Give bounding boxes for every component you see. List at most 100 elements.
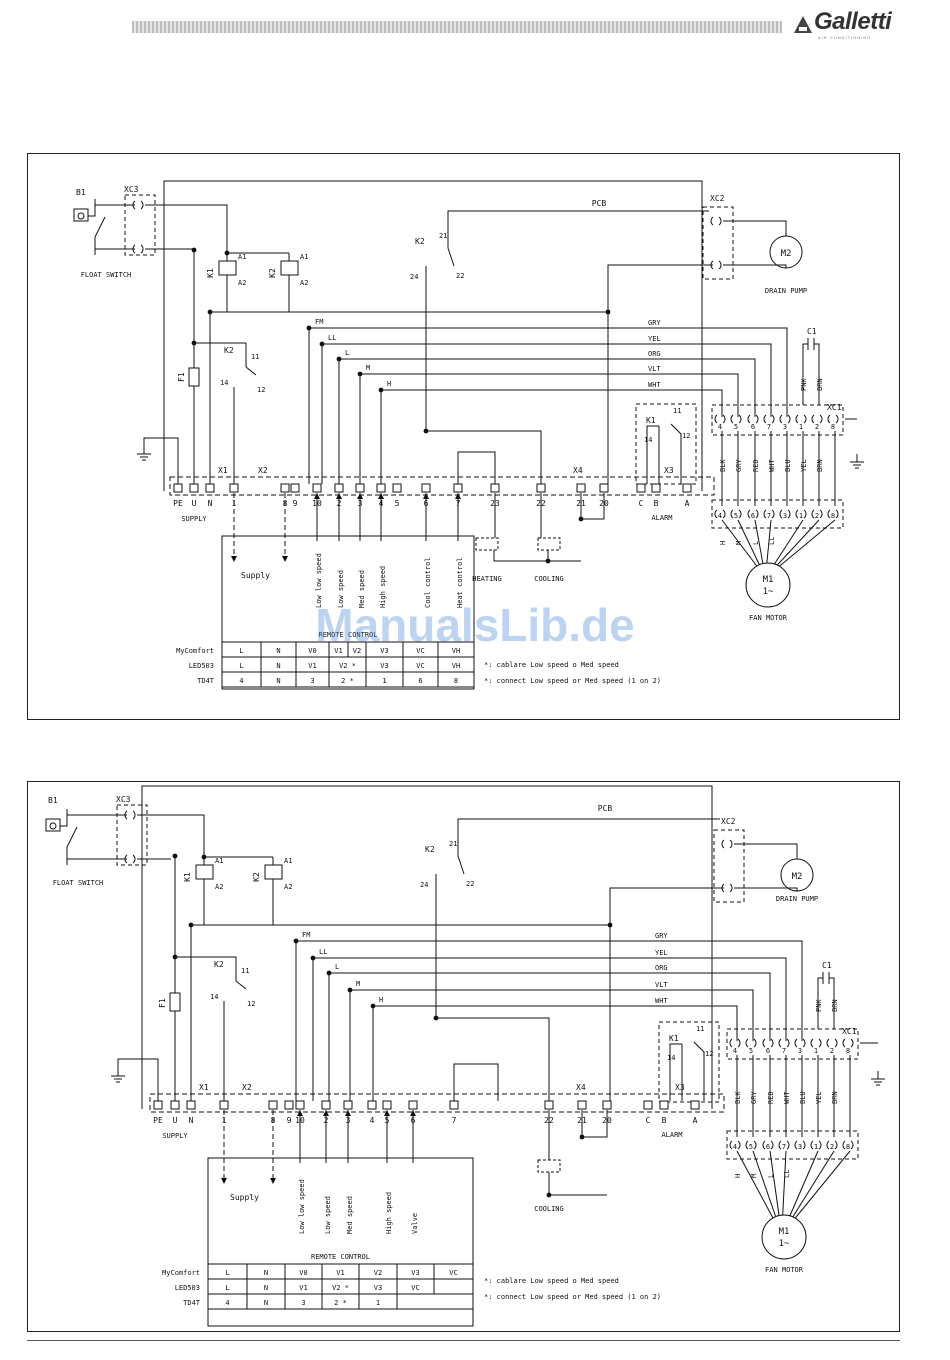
arrow-up-icon	[314, 493, 320, 499]
wire	[788, 1150, 819, 1220]
contact-22-label: 22	[466, 880, 474, 888]
motor-wire-label: RED	[752, 459, 760, 472]
connector-female	[762, 1038, 766, 1048]
motor-wire-label: WHT	[768, 459, 776, 472]
c1-label: C1	[822, 961, 832, 970]
wire	[649, 373, 739, 417]
wire	[163, 180, 703, 491]
terminal-block	[173, 483, 183, 493]
motor-wire-label: BLU	[799, 1091, 807, 1104]
table-cell: 8	[454, 677, 458, 685]
cap-wire-label: PNK	[800, 378, 808, 391]
motor-speed-label: L	[752, 541, 760, 545]
relay-label: K1	[183, 872, 192, 882]
wire	[453, 1063, 499, 1101]
remote-function-label: High speed	[385, 1192, 393, 1234]
motor-speed-label: L	[767, 1174, 775, 1178]
connector-male	[770, 1140, 774, 1150]
terminal-strip-housing	[169, 476, 715, 496]
connector-female	[779, 414, 783, 424]
connector-female	[747, 509, 751, 519]
xc1-connector-housing	[711, 404, 844, 436]
terminal-label: C	[646, 1116, 651, 1125]
wire	[766, 519, 772, 568]
motor-pin-label: 5	[734, 512, 738, 520]
f1-label: F1	[177, 372, 186, 382]
connector-female	[810, 1140, 814, 1150]
connector-female	[729, 1140, 733, 1150]
remote-function-label: High speed	[379, 566, 387, 608]
float-icon	[49, 822, 57, 830]
table-cell: 1	[376, 1299, 380, 1307]
relay-coil	[264, 864, 283, 880]
connector-female	[710, 216, 714, 226]
connector-female	[763, 509, 767, 519]
speed-tap-label: L	[345, 349, 349, 357]
junction-dot	[293, 938, 299, 944]
connector-female	[763, 414, 767, 424]
drain-pump-label: DRAIN PUMP	[765, 287, 807, 295]
terminal-label: N	[208, 499, 213, 508]
terminal-block	[599, 483, 609, 493]
connector-female	[811, 509, 815, 519]
arrow-down-icon	[231, 556, 237, 562]
table-cell: V0	[299, 1269, 307, 1277]
wire	[649, 389, 723, 417]
junction-dot	[172, 853, 178, 859]
motor-pin-label: 8	[831, 512, 835, 520]
speed-tap-label: FM	[302, 931, 310, 939]
table-cell: V2 *	[339, 662, 356, 670]
connector-female	[721, 839, 725, 849]
contact-24-label: 24	[410, 273, 418, 281]
relay-label: K2	[252, 872, 261, 882]
table-cell: 3	[301, 1299, 305, 1307]
arrow-up-icon	[455, 493, 461, 499]
alarm-label: ALARM	[651, 514, 672, 522]
wire-color-label: YEL	[648, 335, 661, 343]
connector-male	[802, 1038, 806, 1048]
motor-pin-label: 2	[815, 512, 819, 520]
terminal-block	[290, 483, 300, 493]
terminal-block	[682, 483, 692, 493]
connector-male	[787, 509, 791, 519]
alarm-11-label: 11	[696, 1025, 704, 1033]
x2-label: X2	[258, 466, 268, 475]
supply-arrow-label: Supply	[241, 571, 270, 580]
table-cell: VC	[416, 662, 424, 670]
connector-female	[778, 1038, 782, 1048]
table-cell: 1	[382, 677, 386, 685]
connector-female	[730, 414, 734, 424]
logo-tagline: AIR CONDITIONING	[818, 35, 872, 40]
xc1-pin-label: 1	[814, 1047, 818, 1055]
xc1-pin-label: 1	[799, 423, 803, 431]
valve-icon	[475, 537, 499, 551]
motor-speed-label: H	[719, 541, 727, 545]
terminal-label: 5	[395, 499, 400, 508]
terminal-block	[636, 483, 646, 493]
wire	[607, 264, 713, 484]
table-cell: N	[264, 1269, 268, 1277]
terminal-label: PE	[173, 499, 183, 508]
supply-label: SUPPLY	[181, 515, 207, 523]
terminal-label: U	[192, 499, 197, 508]
wire	[734, 887, 798, 891]
x3-label: X3	[664, 466, 674, 475]
contact-11-label: 11	[251, 353, 259, 361]
table-cell: V2	[353, 647, 361, 655]
contact-12-label: 12	[257, 386, 265, 394]
wire	[245, 366, 257, 376]
m1-phase-label: 1~	[763, 587, 774, 597]
contact-14-label: 14	[220, 379, 228, 387]
connector-female	[827, 509, 831, 519]
connector-male	[802, 1140, 806, 1150]
table-cell: V3	[380, 662, 388, 670]
connector-male	[771, 509, 775, 519]
k2-contact-label: K2	[425, 845, 435, 854]
remote-control-box	[207, 1157, 474, 1327]
pcb-label: PCB	[598, 804, 613, 813]
table-cell: N	[264, 1284, 268, 1292]
table-cell: VC	[411, 1284, 419, 1292]
terminal-block	[186, 1100, 196, 1110]
table-row-label: TD4T	[183, 1299, 201, 1307]
